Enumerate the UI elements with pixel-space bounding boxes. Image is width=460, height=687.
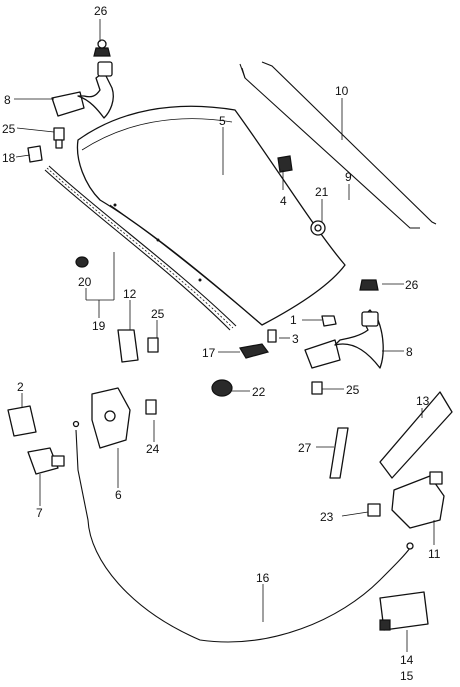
callout-7: 7 [36,506,43,520]
callout-12: 12 [123,287,137,301]
left-hinge [51,61,114,119]
callout-13: 13 [416,394,430,408]
lid-bumper-18 [27,145,43,163]
callout-9: 9 [345,170,352,184]
opener-cover [379,391,453,479]
callout-18: 18 [2,151,16,165]
lid-weatherstrip [44,165,237,331]
callout-labels: 26 8 25 18 5 10 9 4 21 20 19 12 25 26 1 … [2,4,441,683]
striker-12 [117,329,159,363]
clip-4 [277,155,293,173]
callout-22: 22 [252,385,266,399]
callout-16: 16 [256,571,270,585]
torsion-bars [239,61,437,229]
callout-4: 4 [280,194,287,208]
callout-2: 2 [17,380,24,394]
plug-20 [75,256,89,268]
leader-lines [14,19,435,652]
callout-25-left: 25 [2,122,16,136]
grommet-21 [310,220,326,236]
callout-8-left: 8 [4,93,11,107]
lock-cylinder [7,405,65,475]
stud-3 [267,329,277,343]
callout-25-right: 25 [346,383,360,397]
left-hinge-nut [93,39,111,57]
trunk-lid [76,105,346,326]
callout-19: 19 [92,319,106,333]
trunk-latch [91,387,131,449]
callout-8-right: 8 [406,345,413,359]
callout-11: 11 [428,547,441,561]
callout-24: 24 [146,442,160,456]
callout-10: 10 [335,84,349,98]
callout-23: 23 [320,510,334,524]
right-hinge-nut [359,279,379,291]
drain-hose-27 [329,427,349,479]
pin-1 [321,315,337,327]
right-hinge-bolt [311,381,323,395]
callout-26-right: 26 [405,278,419,292]
callout-20: 20 [78,275,92,289]
callout-17: 17 [202,346,216,360]
callout-25-mid: 25 [151,307,165,321]
opener-knob [379,591,429,631]
right-hinge [304,309,384,369]
callout-27: 27 [298,441,312,455]
callout-1: 1 [290,313,297,327]
callout-21: 21 [315,185,329,199]
callout-15: 15 [400,669,414,683]
callout-26-top: 26 [94,4,108,18]
callout-14: 14 [400,653,414,667]
bolt-24 [145,399,157,415]
cushion-17 [239,343,270,359]
bolt-23 [367,503,381,517]
bumper-22 [211,379,233,397]
opener-cable [72,420,414,643]
callout-3: 3 [292,332,299,346]
callout-5: 5 [219,114,226,128]
left-hinge-bolt [53,127,65,149]
opener-lever [391,471,445,529]
callout-6: 6 [115,488,122,502]
